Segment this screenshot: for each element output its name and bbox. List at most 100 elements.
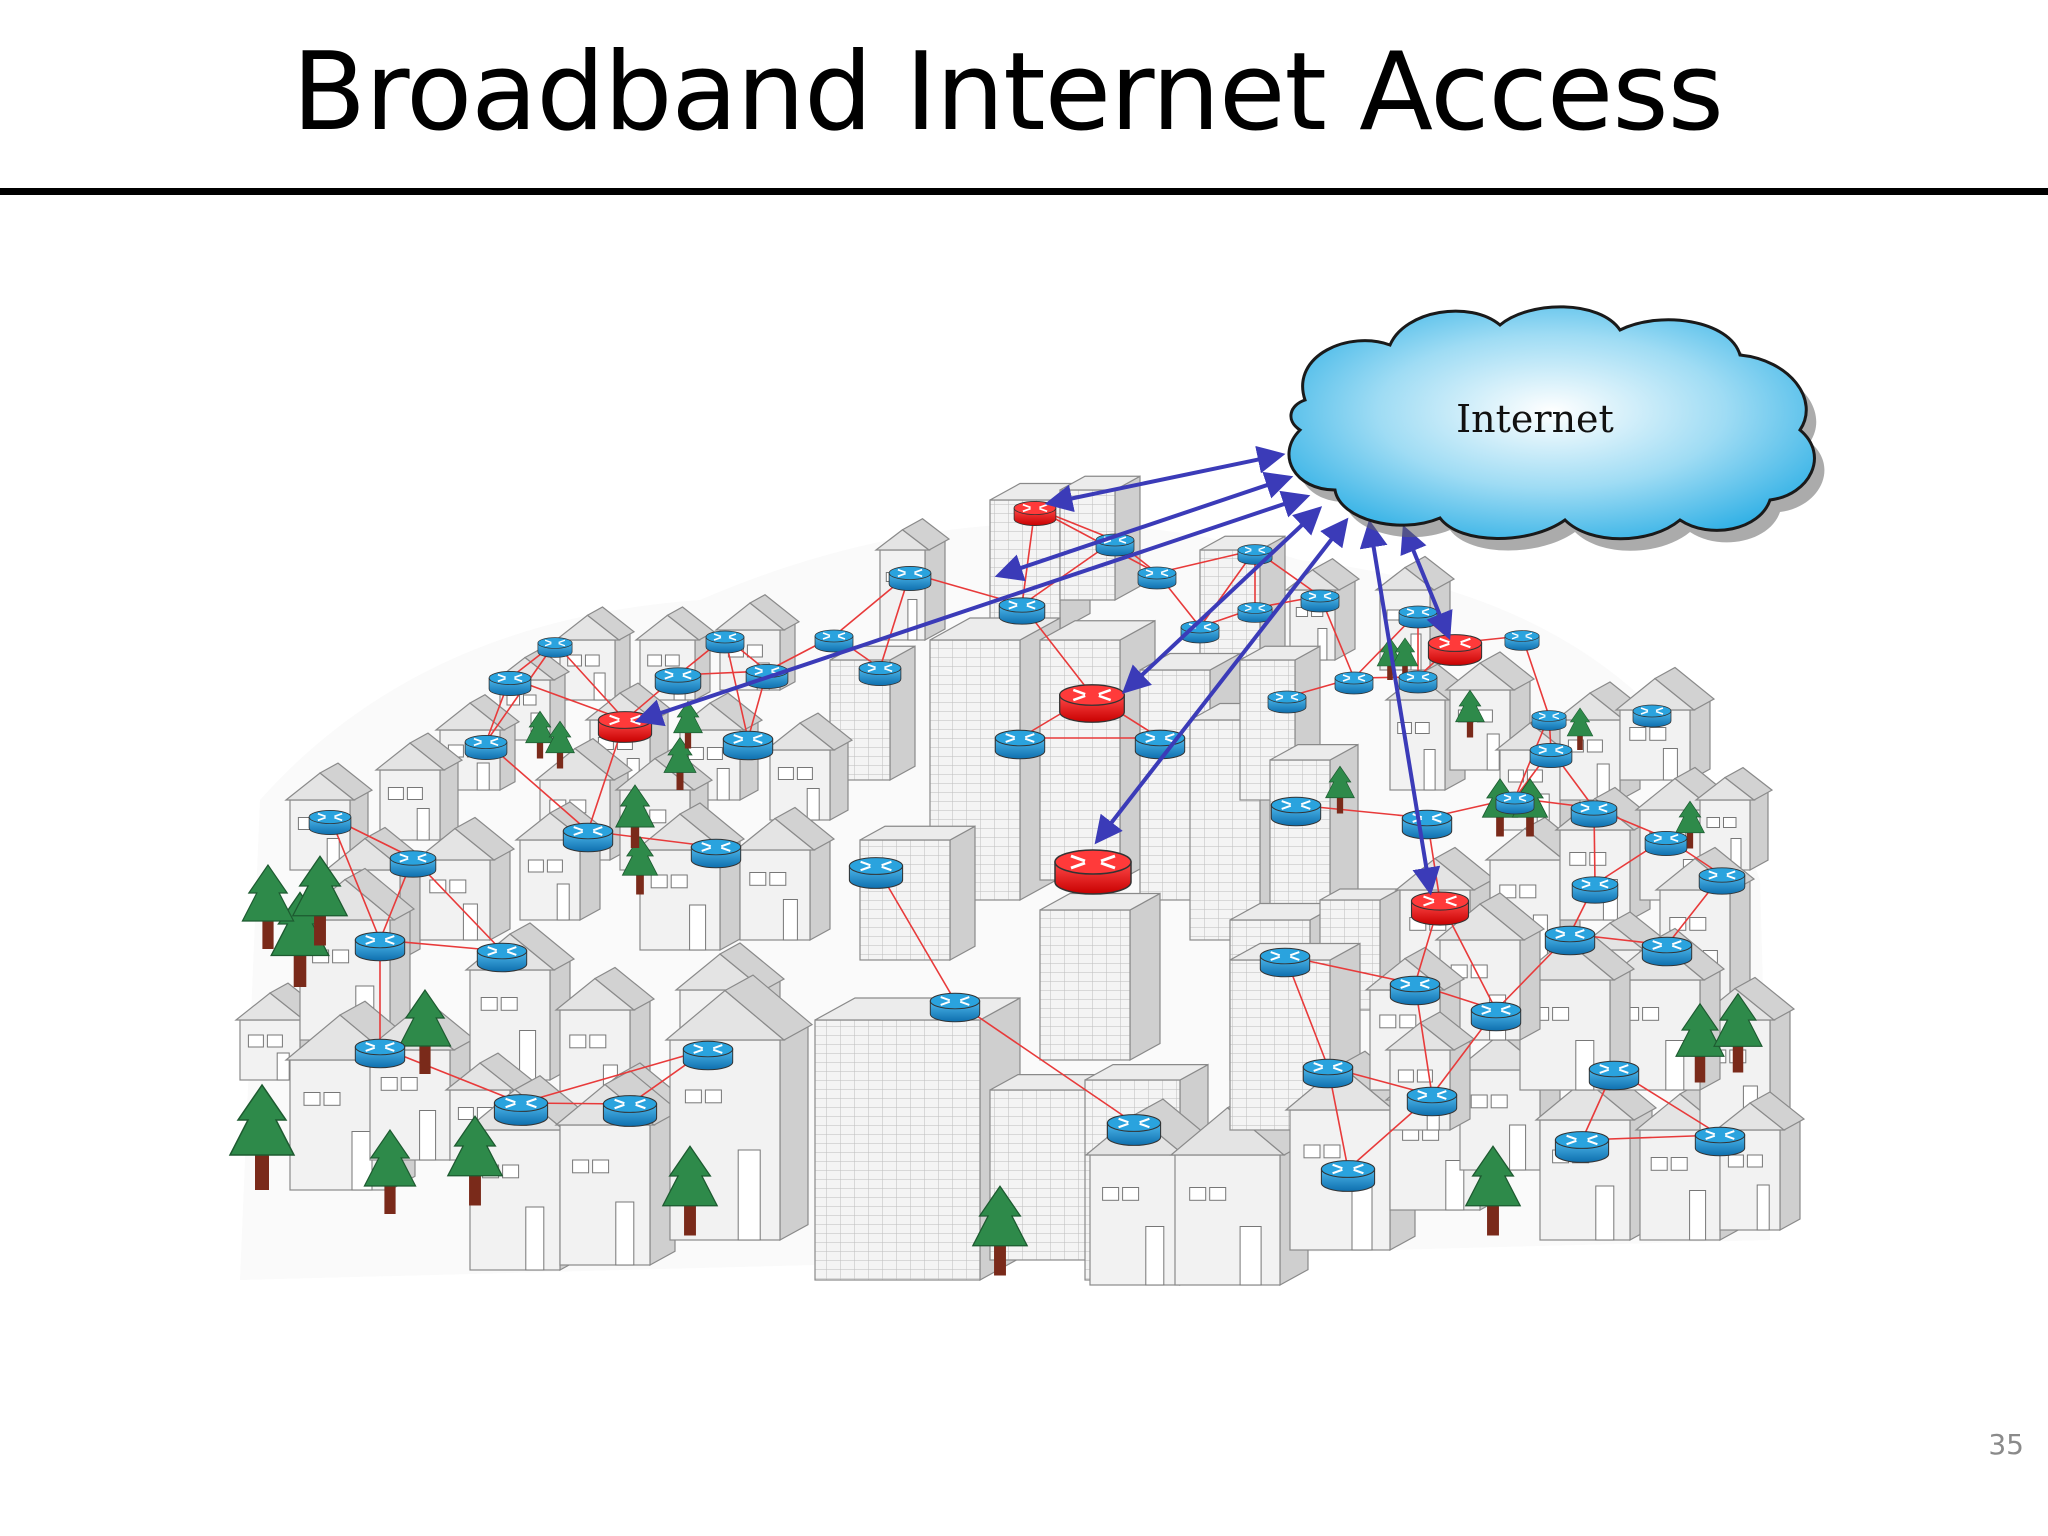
tree bbox=[446, 1115, 504, 1206]
access-router-icon bbox=[1571, 876, 1619, 904]
access-router-icon bbox=[929, 992, 981, 1023]
access-router-icon bbox=[1259, 947, 1311, 978]
house bbox=[1714, 1091, 1806, 1232]
tree bbox=[291, 855, 349, 946]
access-router-icon bbox=[493, 1094, 549, 1126]
access-router-icon bbox=[848, 857, 904, 889]
access-router-icon bbox=[1334, 671, 1374, 695]
gateway-router-icon bbox=[597, 711, 653, 743]
access-router-icon bbox=[1694, 1126, 1746, 1157]
gateway-router-icon bbox=[1410, 891, 1470, 926]
access-router-icon bbox=[389, 850, 437, 878]
title-divider bbox=[0, 188, 2048, 195]
access-router-icon bbox=[722, 730, 774, 761]
access-router-icon bbox=[1267, 690, 1307, 714]
access-router-icon bbox=[1389, 975, 1441, 1006]
cloud-label: Internet bbox=[1456, 397, 1614, 441]
cloud-body bbox=[1287, 305, 1816, 541]
access-router-icon bbox=[476, 942, 528, 973]
access-router-icon bbox=[1237, 544, 1273, 565]
gateway-router-icon bbox=[1427, 634, 1483, 666]
access-router-icon bbox=[1134, 729, 1186, 760]
access-router-icon bbox=[1644, 830, 1688, 857]
mesh-link bbox=[875, 865, 956, 1002]
access-router-icon bbox=[682, 1040, 734, 1071]
house bbox=[554, 606, 636, 702]
access-router-icon bbox=[1320, 1160, 1376, 1192]
access-router-icon bbox=[1106, 1114, 1162, 1146]
access-router-icon bbox=[1137, 566, 1177, 590]
access-router-icon bbox=[1302, 1058, 1354, 1089]
uplink-arrows-group bbox=[634, 445, 1453, 896]
tree bbox=[241, 863, 295, 949]
access-router-icon bbox=[1504, 630, 1540, 651]
tree bbox=[545, 720, 575, 769]
tree bbox=[1455, 689, 1485, 738]
access-router-icon bbox=[1270, 796, 1322, 827]
house bbox=[734, 806, 836, 942]
access-router-icon bbox=[998, 597, 1046, 625]
office-building bbox=[1039, 892, 1161, 1062]
tree bbox=[1464, 1145, 1522, 1236]
access-router-icon bbox=[1554, 1131, 1610, 1163]
tree bbox=[1566, 707, 1594, 750]
gateway-router-icon bbox=[1059, 684, 1125, 723]
access-router-icon bbox=[1570, 800, 1618, 828]
tree bbox=[228, 1083, 296, 1190]
access-router-icon bbox=[888, 565, 932, 592]
access-router-icon bbox=[1544, 925, 1596, 956]
access-router-icon bbox=[1398, 605, 1438, 629]
internet-cloud: Internet bbox=[1287, 305, 1825, 551]
tree bbox=[363, 1128, 417, 1214]
access-router-icon bbox=[1529, 742, 1573, 769]
access-router-icon bbox=[537, 637, 573, 658]
access-router-icon bbox=[1698, 867, 1746, 895]
tree bbox=[621, 836, 659, 895]
access-router-icon bbox=[464, 734, 508, 761]
tree bbox=[1713, 992, 1763, 1073]
tree bbox=[1675, 800, 1705, 849]
tree bbox=[1675, 1002, 1725, 1083]
access-router-icon bbox=[1300, 589, 1340, 613]
uplink-arrow bbox=[1094, 517, 1349, 845]
house bbox=[1534, 1066, 1658, 1242]
access-router-icon bbox=[1401, 809, 1453, 840]
tree bbox=[661, 1145, 719, 1236]
house bbox=[374, 732, 464, 842]
page-number: 35 bbox=[1988, 1428, 2024, 1461]
tree bbox=[971, 1185, 1029, 1276]
access-router-icon bbox=[994, 729, 1046, 760]
office-building bbox=[859, 825, 976, 962]
mesh-link bbox=[954, 1000, 1135, 1124]
tree bbox=[398, 988, 452, 1074]
mesh-link bbox=[520, 1048, 709, 1104]
access-router-icon bbox=[1632, 704, 1672, 728]
gateway-router-icon bbox=[1054, 849, 1132, 895]
access-router-icon bbox=[1495, 791, 1535, 815]
access-router-icon bbox=[602, 1095, 658, 1127]
mesh-link bbox=[329, 816, 381, 941]
access-router-icon bbox=[488, 670, 532, 697]
gateway-router-icon bbox=[1013, 500, 1057, 527]
access-router-icon bbox=[354, 931, 406, 962]
access-router-icon bbox=[562, 822, 614, 853]
access-router-icon bbox=[858, 660, 902, 687]
access-router-icon bbox=[1531, 710, 1567, 731]
access-router-icon bbox=[705, 630, 745, 654]
access-router-icon bbox=[1398, 670, 1438, 694]
access-router-icon bbox=[354, 1038, 406, 1069]
access-router-icon bbox=[654, 667, 702, 695]
tree bbox=[525, 710, 555, 759]
uplink-arrow bbox=[1400, 524, 1453, 641]
access-router-icon bbox=[1406, 1086, 1458, 1117]
access-router-icon bbox=[1470, 1001, 1522, 1032]
uplink-arrow bbox=[1359, 519, 1441, 896]
access-router-icon bbox=[690, 838, 742, 869]
access-router-icon bbox=[1588, 1060, 1640, 1091]
tree bbox=[615, 784, 655, 848]
tree bbox=[663, 736, 697, 790]
access-router-icon bbox=[1641, 936, 1693, 967]
slide-title: Broadband Internet Access bbox=[292, 30, 1724, 155]
access-router-icon bbox=[308, 809, 352, 836]
